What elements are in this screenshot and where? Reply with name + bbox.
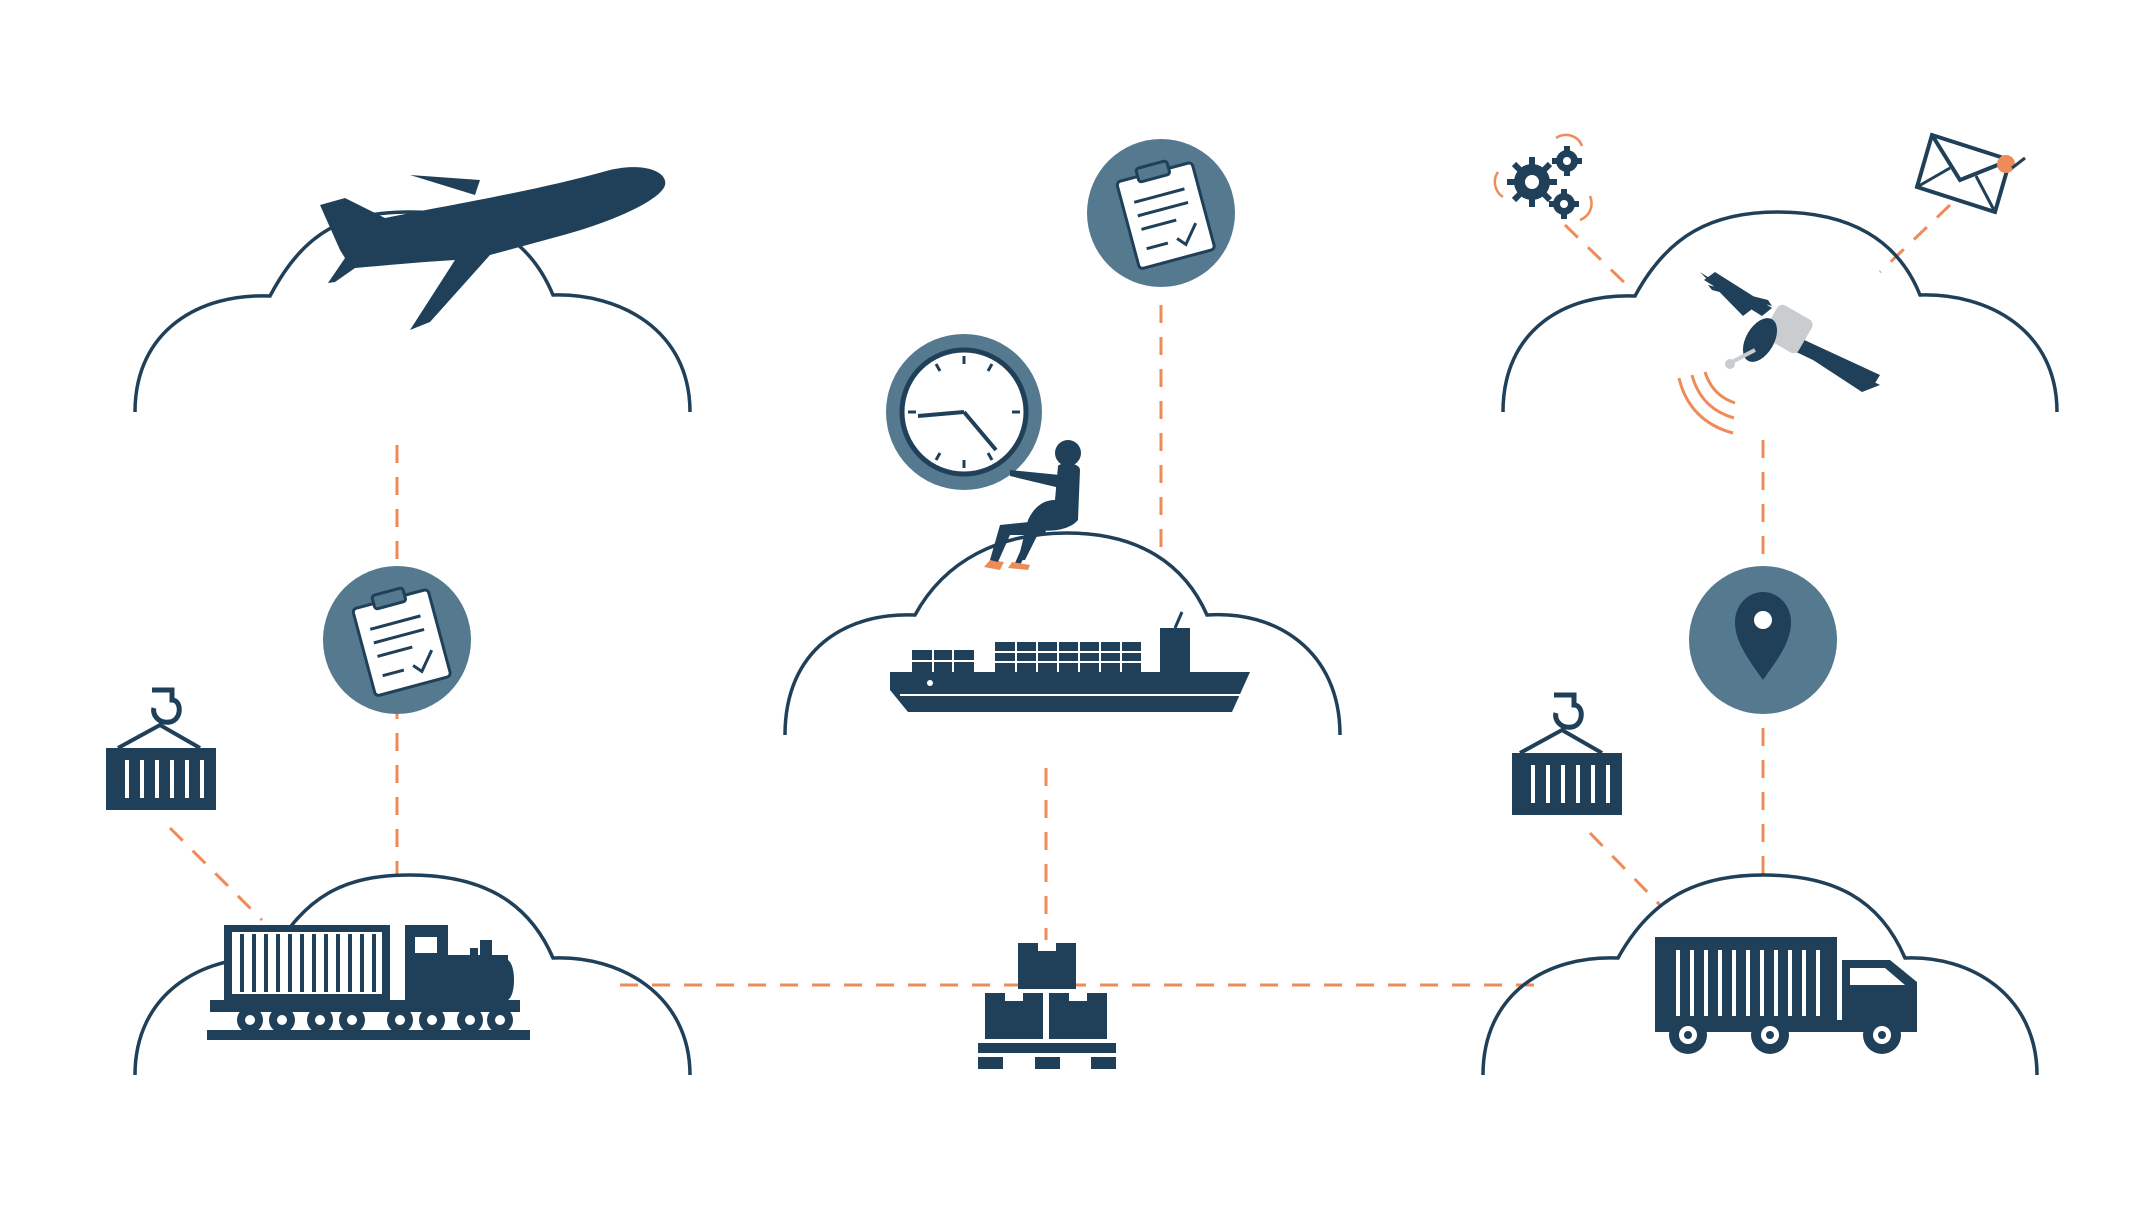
- clipboard-icon: [351, 586, 452, 697]
- badge-location: [1689, 566, 1837, 714]
- badge-documentation-left: [323, 566, 471, 714]
- cloud-ocean: [783, 531, 1342, 736]
- pallet-boxes-icon: [978, 943, 1116, 1069]
- location-pin-icon: [1735, 592, 1791, 680]
- container-ship-icon: [890, 611, 1250, 712]
- delivery-truck-icon: [1655, 937, 1917, 1054]
- cloud-rail: [133, 873, 692, 1076]
- cloud-road: [1481, 873, 2039, 1076]
- clock-icon: [886, 334, 1042, 490]
- person-figure: [984, 440, 1081, 570]
- connector-crane-right-to-truck: [1588, 831, 1662, 907]
- gears-icon: [1493, 133, 1593, 222]
- crane-container-icon-right: [1512, 692, 1622, 815]
- connector-lines: [168, 203, 1952, 987]
- cloud-outlines: [133, 210, 2059, 1076]
- clipboard-icon: [1115, 159, 1216, 270]
- cloud-air: [133, 210, 692, 413]
- crane-container-icon-left: [106, 687, 216, 810]
- airplane-icon: [320, 167, 666, 330]
- satellite-icon: [1677, 272, 1880, 435]
- cloud-satellite: [1501, 210, 2059, 413]
- badge-documentation-center: [1087, 139, 1235, 287]
- connector-crane-left-to-train: [168, 826, 264, 922]
- freight-train-icon: [207, 925, 530, 1040]
- connector-gears-to-satellite-cloud: [1563, 223, 1632, 290]
- connector-envelope-to-satellite-cloud: [1878, 203, 1952, 274]
- envelope-icon: [1914, 132, 2026, 215]
